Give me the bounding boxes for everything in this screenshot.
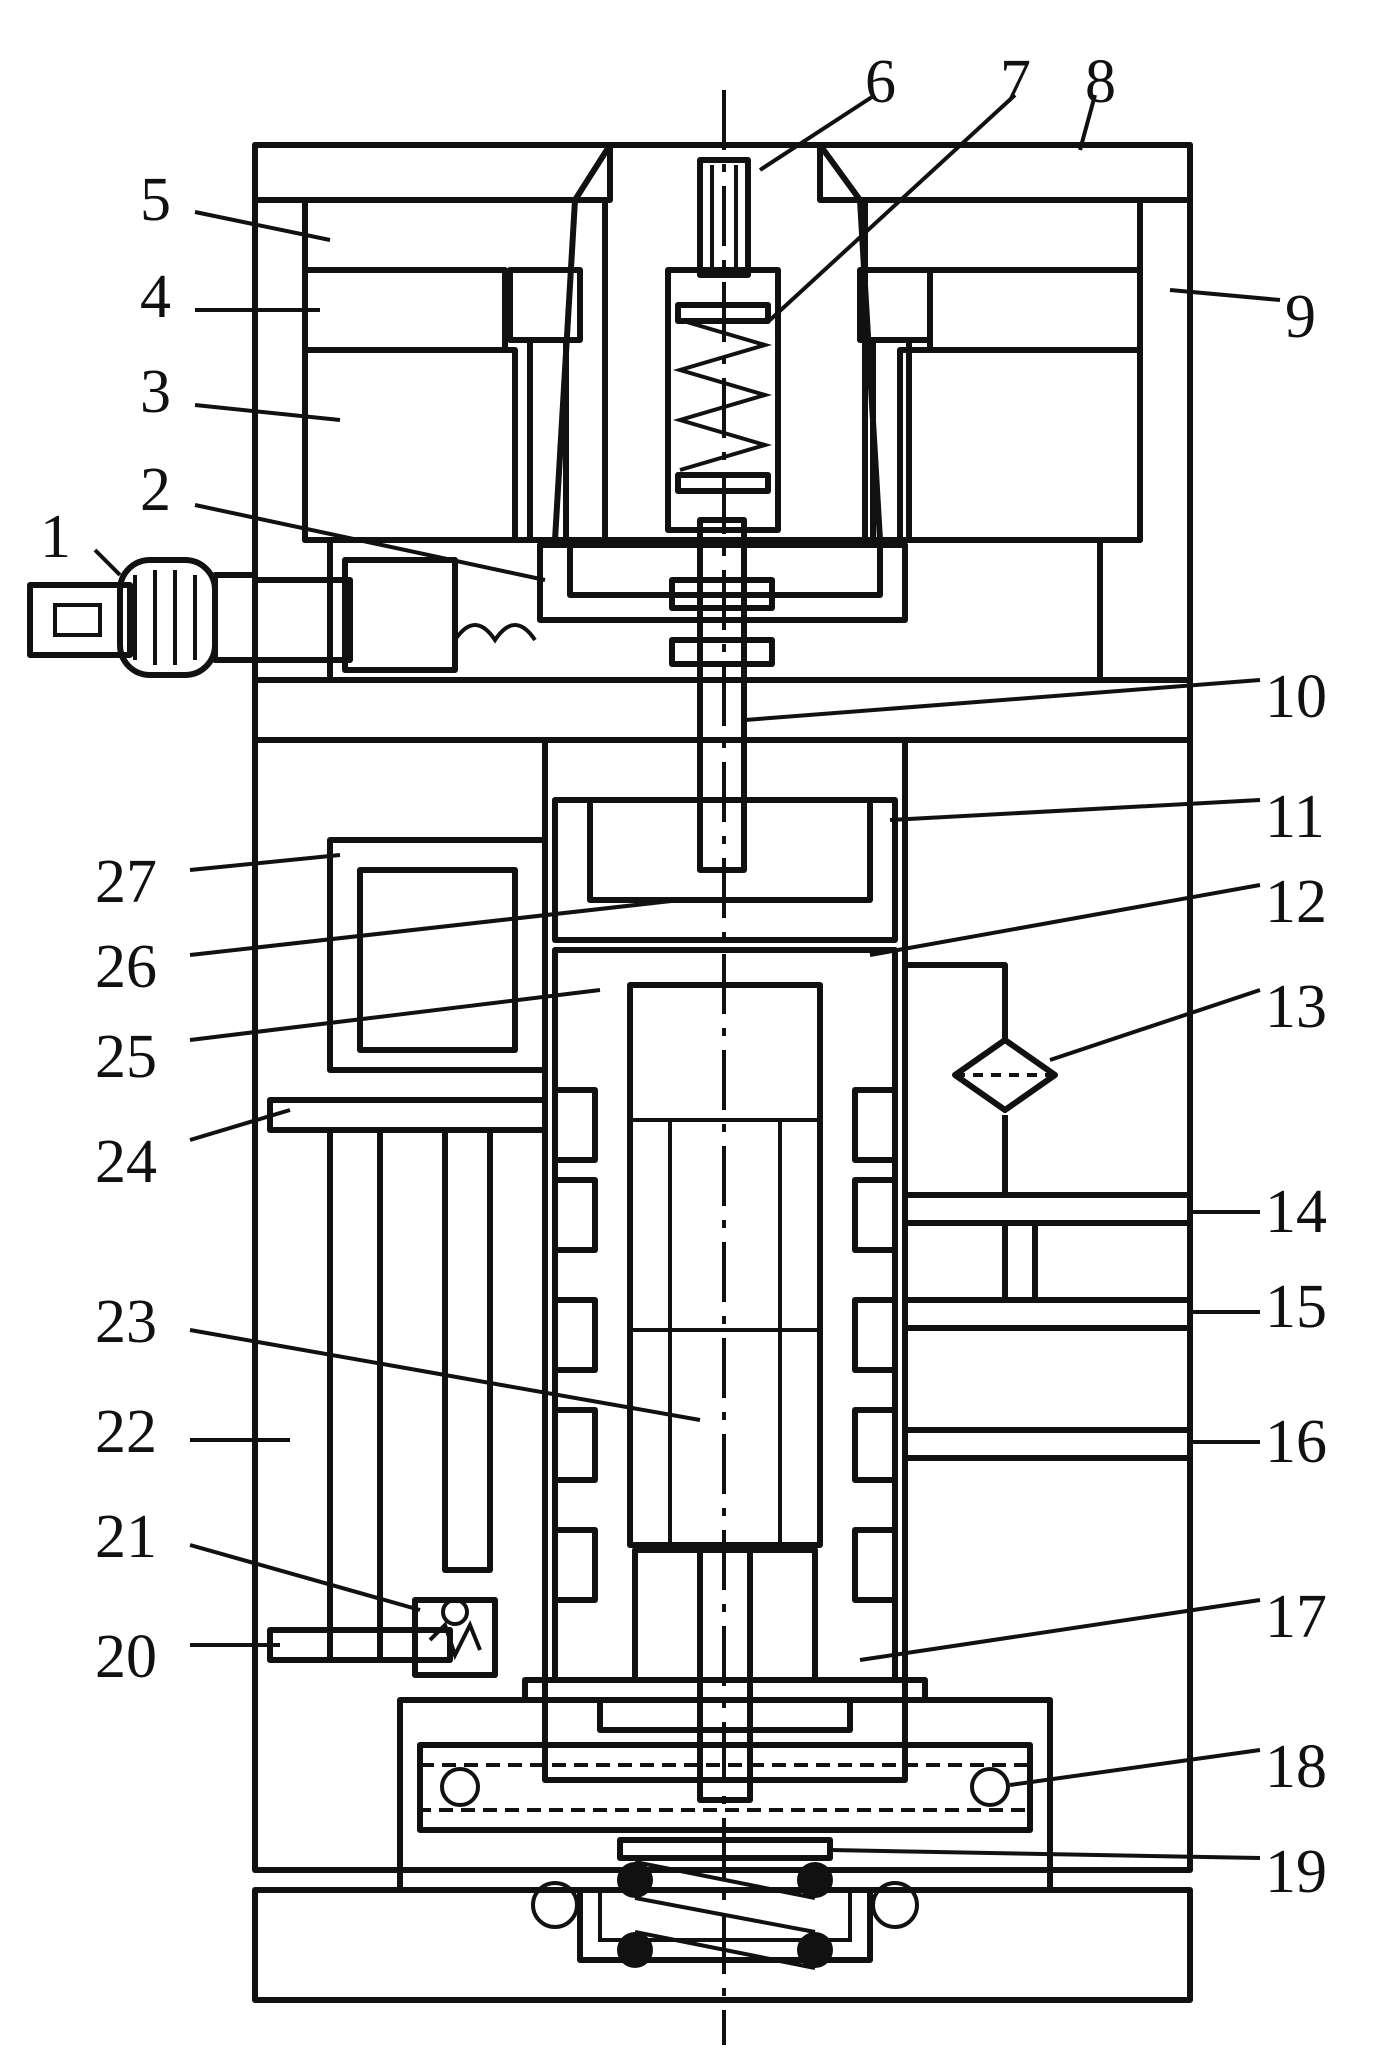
check-valve [412, 1597, 498, 1678]
callout-label-16: 16 [1265, 1408, 1327, 1476]
callout-label-22: 22 [95, 1398, 157, 1466]
leader-line-19 [829, 1848, 1261, 1860]
leader-line-2 [194, 503, 546, 582]
callout-label-9: 9 [1285, 283, 1316, 351]
leader-line-1 [93, 548, 122, 577]
leader-line-3 [194, 403, 341, 422]
callout-label-27: 27 [95, 848, 157, 916]
callout-label-8: 8 [1085, 48, 1116, 116]
leader-line-6 [758, 93, 877, 172]
leader-line-7 [768, 93, 1017, 322]
callout-label-3: 3 [140, 358, 171, 426]
callout-label-13: 13 [1265, 973, 1327, 1041]
leader-line-25 [189, 988, 601, 1042]
leader-line-13 [1049, 988, 1261, 1062]
leader-line-26 [189, 898, 681, 957]
leader-line-11 [889, 798, 1261, 822]
leader-line-12 [869, 883, 1261, 957]
leader-line-23 [189, 1328, 701, 1422]
callout-label-14: 14 [1265, 1178, 1327, 1246]
callout-label-6: 6 [865, 48, 896, 116]
callout-label-1: 1 [40, 503, 71, 571]
leader-line-18 [1009, 1748, 1261, 1787]
callout-label-18: 18 [1265, 1733, 1327, 1801]
callout-label-15: 15 [1265, 1273, 1327, 1341]
callout-label-24: 24 [95, 1128, 157, 1196]
callout-label-4: 4 [140, 263, 171, 331]
leader-line-24 [189, 1108, 291, 1142]
callout-label-12: 12 [1265, 868, 1327, 936]
leader-line-8 [1078, 94, 1097, 151]
callout-label-26: 26 [95, 933, 157, 1001]
callout-label-11: 11 [1265, 783, 1325, 851]
callout-label-19: 19 [1265, 1838, 1327, 1906]
bottom-cover [252, 1881, 1193, 2003]
leader-line-10 [744, 678, 1261, 722]
callout-label-21: 21 [95, 1503, 157, 1571]
callout-label-2: 2 [140, 456, 171, 524]
callout-label-25: 25 [95, 1023, 157, 1091]
adjust-knob [27, 557, 258, 678]
callout-label-23: 23 [95, 1288, 157, 1356]
callout-label-5: 5 [140, 166, 171, 234]
leader-line-21 [189, 1543, 421, 1612]
callout-label-20: 20 [95, 1623, 157, 1691]
leader-line-17 [859, 1598, 1261, 1662]
leader-line-5 [194, 210, 331, 242]
callout-label-17: 17 [1265, 1583, 1327, 1651]
callout-label-10: 10 [1265, 663, 1327, 731]
callout-label-7: 7 [1000, 48, 1031, 116]
leader-line-27 [189, 853, 341, 872]
leader-line-9 [1169, 288, 1281, 302]
